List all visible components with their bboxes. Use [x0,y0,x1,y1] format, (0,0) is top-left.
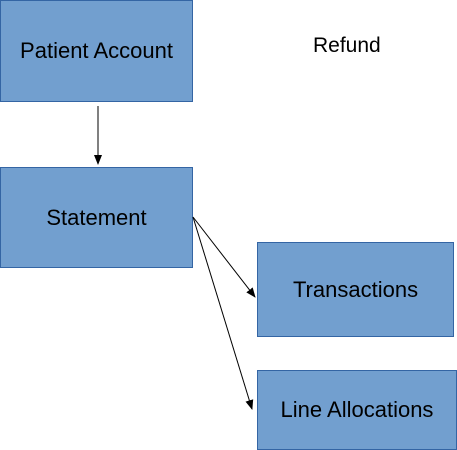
refund-label: Refund [313,34,381,57]
patient-account-node: Patient Account [0,0,193,102]
arrow-statement-to-transactions [192,216,256,298]
transactions-node: Transactions [257,242,454,337]
line-allocations-label: Line Allocations [280,397,434,422]
statement-label: Statement [46,204,147,230]
transactions-label: Transactions [292,276,419,302]
patient-account-label: Patient Account [20,38,173,63]
arrow-statement-to-line-allocations [192,216,254,410]
statement-node: Statement [0,167,193,268]
line-allocations-node: Line Allocations [257,370,457,450]
